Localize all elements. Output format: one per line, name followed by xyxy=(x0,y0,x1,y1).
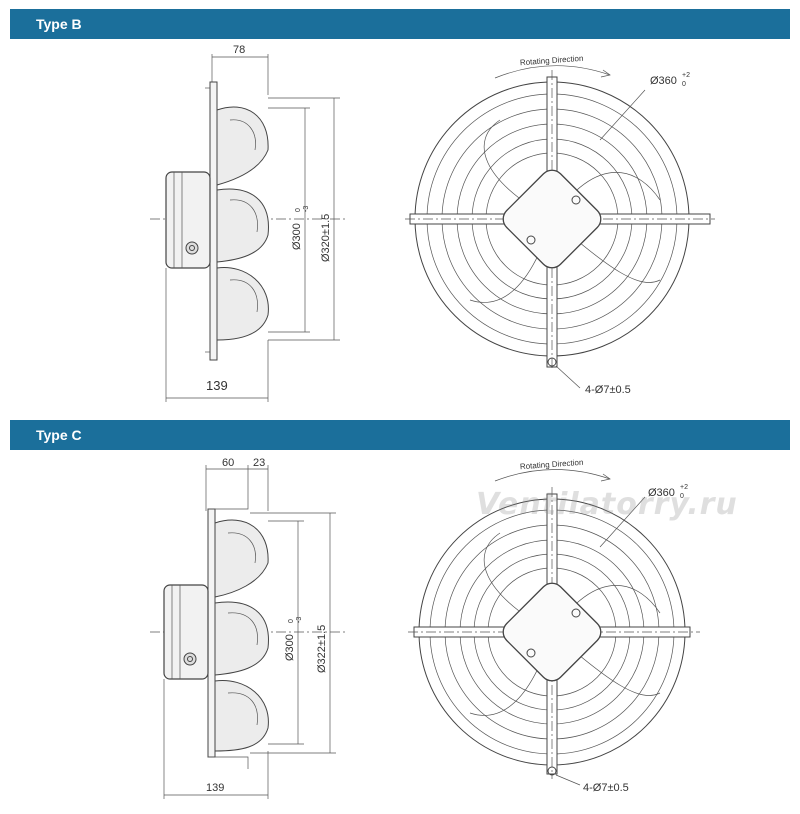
dim-holes: 4-Ø7±0.5 xyxy=(583,782,629,794)
rotating-direction-label: Rotating Direction xyxy=(520,458,584,471)
watermark: Ventilatorry.ru xyxy=(476,487,738,522)
blade-edge xyxy=(229,119,256,151)
blade xyxy=(214,601,269,676)
dim-dia-300-tol: 0-3 xyxy=(295,206,310,212)
section-header-type-b: Type B xyxy=(10,9,790,39)
dim-dia-320: Ø320±1.5 xyxy=(320,214,332,262)
blade-edge xyxy=(227,692,258,726)
screw xyxy=(571,195,581,205)
dim-78: 78 xyxy=(233,44,245,56)
bracket xyxy=(208,756,249,769)
dim-139: 139 xyxy=(206,782,224,794)
leader-line xyxy=(599,496,646,548)
screw xyxy=(526,235,536,245)
blade xyxy=(214,519,269,598)
dim-60: 60 xyxy=(222,457,234,469)
cable-gland-core xyxy=(189,245,195,251)
blade-edge xyxy=(229,199,258,233)
dim-dia-300: Ø300 xyxy=(284,634,296,661)
blade xyxy=(216,188,269,263)
rotation-arrow xyxy=(494,469,611,482)
blade-edge xyxy=(227,612,258,646)
dim-dia-360-tol-upper: +2 xyxy=(682,72,690,79)
rotation-arrow-head xyxy=(600,473,611,482)
leader-line xyxy=(555,365,581,389)
mount-hole xyxy=(547,766,557,776)
type-b-front-view: Rotating Direction Ø360 +2 0 4-Ø7±0.5 xyxy=(405,54,715,396)
type-b-side-view: 78 Ø300 0-3 Ø320±1.5 139 xyxy=(150,44,345,402)
dim-holes: 4-Ø7±0.5 xyxy=(585,384,631,396)
type-c-drawing: 60 23 Ø300 0-3 Ø322±1.5 139 xyxy=(150,457,700,799)
dim-dia-360: Ø360 xyxy=(650,75,677,87)
blade xyxy=(214,680,269,752)
mounting-plate xyxy=(209,81,218,361)
type-c-front-view: Rotating Direction Ø360 +2 0 4-Ø7±0.5 xyxy=(408,458,700,794)
rotating-direction-label: Rotating Direction xyxy=(520,54,584,67)
cable-gland xyxy=(185,241,199,255)
leader-line xyxy=(599,89,646,141)
rotation-arrow-head xyxy=(600,69,611,78)
blade-edge xyxy=(229,279,258,313)
motor-housing xyxy=(163,584,209,680)
dim-dia-300: Ø300 xyxy=(291,223,303,250)
mounting-plate xyxy=(207,508,216,758)
dim-dia-322: Ø322±1.5 xyxy=(316,625,328,673)
cable-gland-core xyxy=(187,656,193,662)
dim-dia-360-tol-upper: +2 xyxy=(680,484,688,491)
motor-box xyxy=(502,169,602,269)
dim-dia-360-tol-lower: 0 xyxy=(680,493,684,500)
screw xyxy=(571,608,581,618)
dim-dia-360: Ø360 xyxy=(648,487,675,499)
leader-line xyxy=(555,774,581,786)
dim-23: 23 xyxy=(253,457,265,469)
dim-139: 139 xyxy=(206,378,228,393)
dim-dia-300-tol: 0-3 xyxy=(288,617,303,623)
blade-edge xyxy=(227,532,256,564)
screw xyxy=(526,648,536,658)
blade xyxy=(216,106,269,186)
rotation-arrow xyxy=(494,65,611,79)
type-b-drawing: 78 Ø300 0-3 Ø320±1.5 139 xyxy=(150,44,715,402)
section-header-type-c: Type C xyxy=(10,420,790,450)
cable-gland xyxy=(183,652,197,666)
motor-box xyxy=(502,582,602,682)
bracket xyxy=(208,499,249,510)
mount-hole xyxy=(547,357,557,367)
dim-dia-360-tol-lower: 0 xyxy=(682,81,686,88)
blade xyxy=(216,267,269,341)
type-c-side-view: 60 23 Ø300 0-3 Ø322±1.5 139 xyxy=(150,457,345,799)
motor-housing xyxy=(165,171,211,269)
